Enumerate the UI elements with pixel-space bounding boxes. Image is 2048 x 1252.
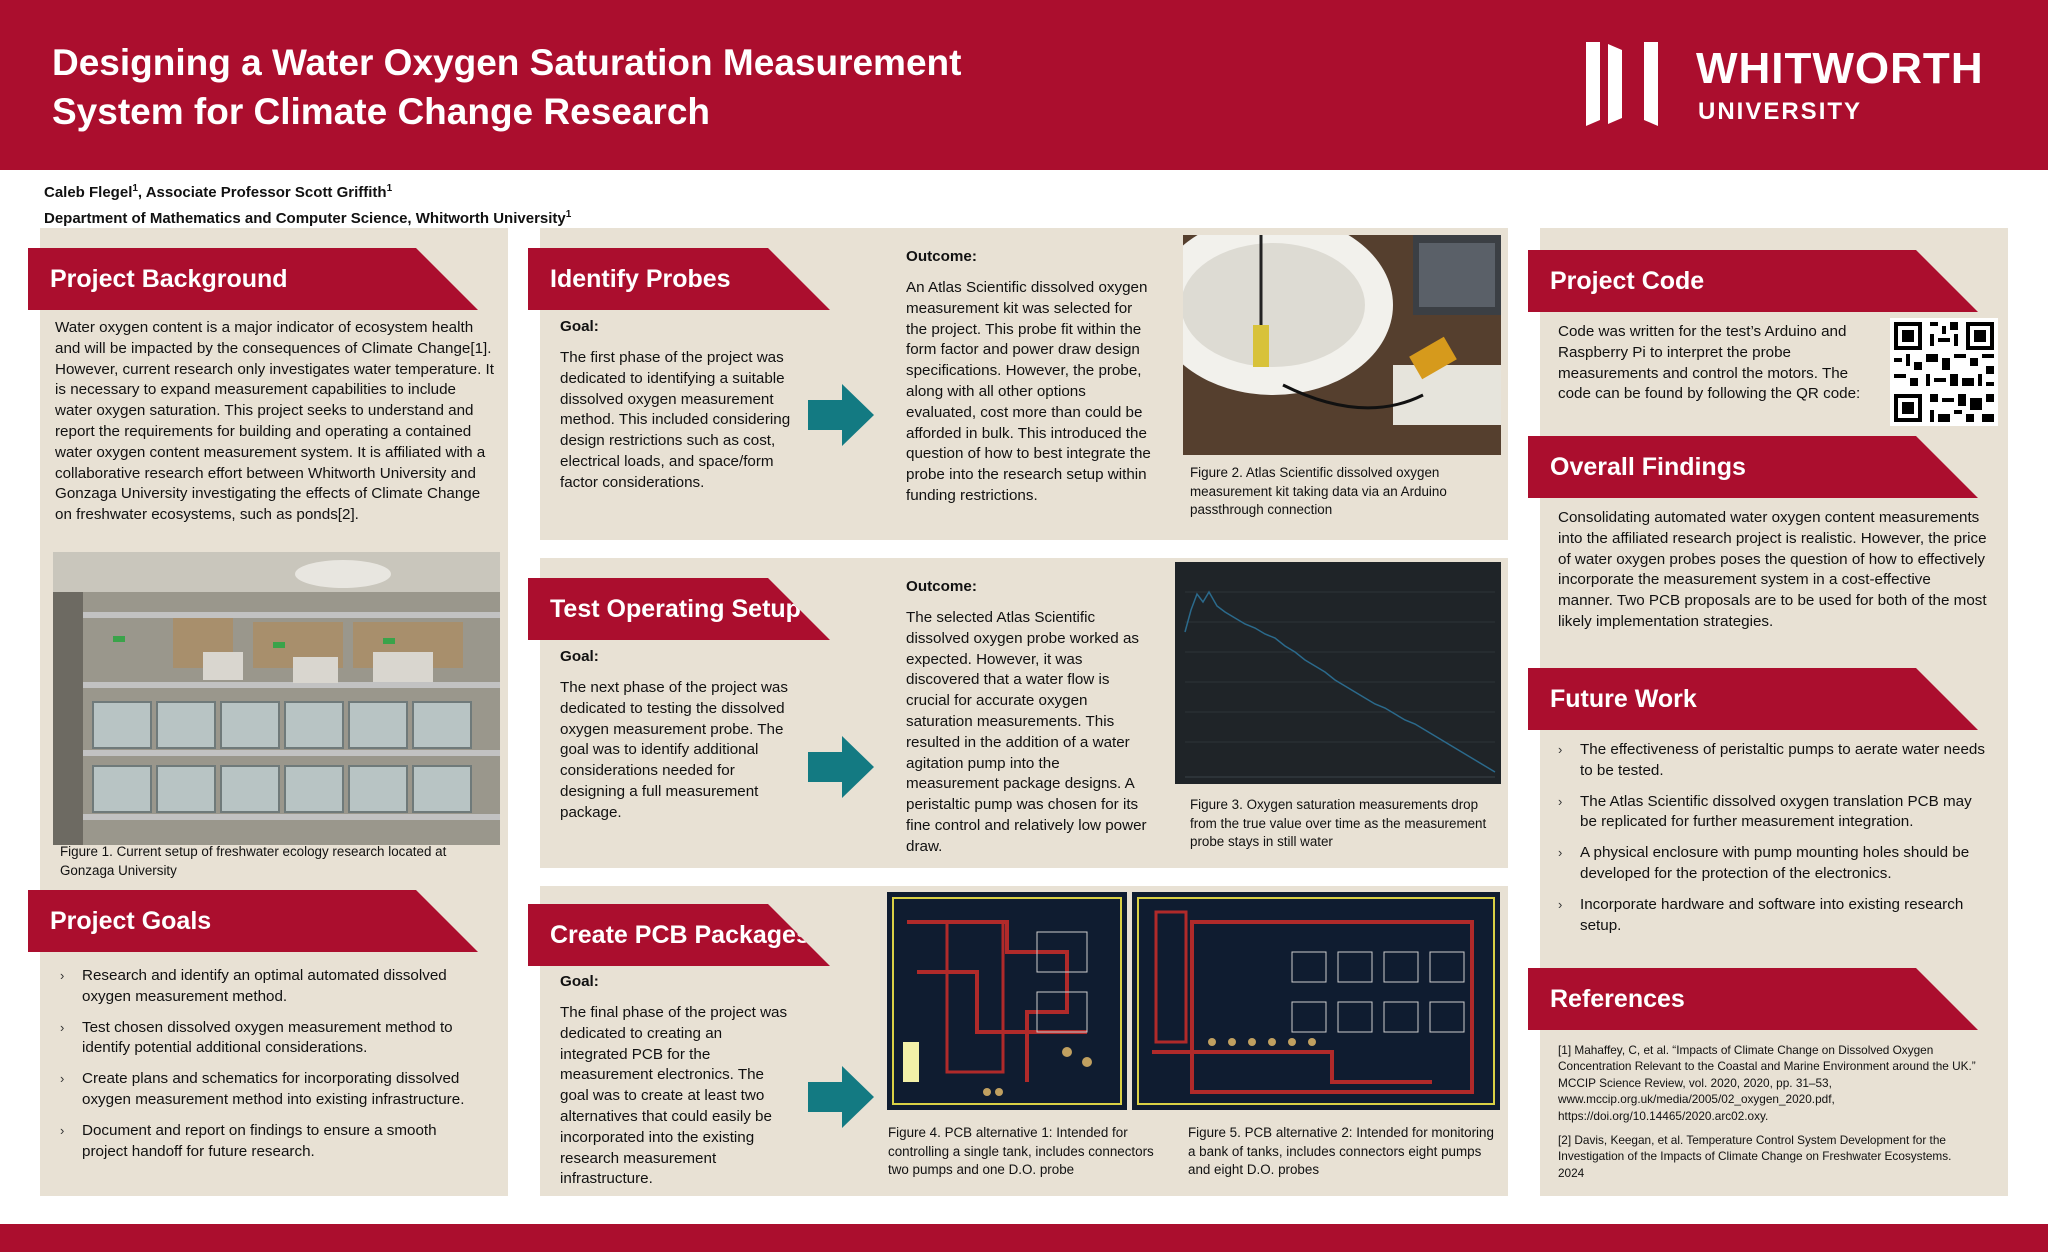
section-header-pcb: Create PCB Packages xyxy=(528,904,830,966)
probe-kit-image xyxy=(1183,235,1501,455)
right-arrow-icon xyxy=(808,384,874,446)
qr-code-icon[interactable] xyxy=(1890,318,1998,426)
future-item: ›A physical enclosure with pump mounting… xyxy=(1558,844,1970,882)
section-header-references: References xyxy=(1528,968,1978,1030)
logo-wordmark: WHITWORTH xyxy=(1696,44,1984,93)
author-block: Caleb Flegel1, Associate Professor Scott… xyxy=(44,178,571,230)
figure-4-pcb-layout-1 xyxy=(887,892,1127,1110)
figure-3-oxygen-plot xyxy=(1175,562,1501,784)
reference-item: [2] Davis, Keegan, et al. Temperature Co… xyxy=(1558,1133,1952,1180)
code-text: Code was written for the test’s Arduino … xyxy=(1558,323,1861,403)
probes-goal-label: Goal: xyxy=(560,318,599,335)
figure-1-caption: Figure 1. Current setup of freshwater ec… xyxy=(60,844,447,878)
figure-5-pcb-layout-2 xyxy=(1132,892,1500,1110)
title-line-1: Designing a Water Oxygen Saturation Meas… xyxy=(52,42,962,83)
future-item: ›The Atlas Scientific dissolved oxygen t… xyxy=(1558,792,1972,831)
setup-outcome-label: Outcome: xyxy=(906,578,977,595)
figure-5-caption: Figure 5. PCB alternative 2: Intended fo… xyxy=(1188,1125,1494,1178)
chevron-right-icon: › xyxy=(1558,793,1563,809)
figure-2-caption: Figure 2. Atlas Scientific dissolved oxy… xyxy=(1190,465,1447,518)
title-line-2: System for Climate Change Research xyxy=(52,91,711,132)
section-header-future-work: Future Work xyxy=(1528,668,1978,730)
goal-item: ›Create plans and schematics for incorpo… xyxy=(60,1070,465,1108)
section-header-findings: Overall Findings xyxy=(1528,436,1978,498)
probes-outcome-text: An Atlas Scientific dissolved oxygen mea… xyxy=(906,279,1151,504)
lab-shelves-image xyxy=(53,552,500,845)
right-arrow-icon xyxy=(808,1066,874,1128)
probes-goal-text: The first phase of the project was dedic… xyxy=(560,349,791,491)
chevron-right-icon: › xyxy=(60,968,65,983)
chevron-right-icon: › xyxy=(60,1071,65,1087)
pcb-board-2-image xyxy=(1132,892,1500,1110)
future-item: ›Incorporate hardware and software into … xyxy=(1558,895,1964,934)
goal-item: ›Research and identify an optimal automa… xyxy=(60,967,447,1005)
goal-item: ›Document and report on findings to ensu… xyxy=(60,1121,437,1160)
pcb-goal-text: The final phase of the project was dedic… xyxy=(560,1004,788,1188)
author-affiliation: Department of Mathematics and Computer S… xyxy=(44,209,572,227)
future-work-list: ›The effectiveness of peristaltic pumps … xyxy=(1554,740,1990,946)
figure-3-caption: Figure 3. Oxygen saturation measurements… xyxy=(1190,797,1487,850)
background-text: Water oxygen content is a major indicato… xyxy=(55,319,494,524)
footer-bar xyxy=(0,1224,2048,1252)
whitworth-logo: WHITWORTH UNIVERSITY xyxy=(1584,40,2004,130)
pcb-board-1-image xyxy=(887,892,1127,1110)
figure-1-lab-photo xyxy=(53,552,500,845)
whitworth-logo-icon xyxy=(1586,42,1658,126)
section-header-test-setup: Test Operating Setup xyxy=(528,578,830,640)
reference-item: [1] Mahaffey, C, et al. “Impacts of Clim… xyxy=(1558,1043,1976,1123)
right-arrow-icon xyxy=(808,736,874,798)
chevron-right-icon: › xyxy=(60,1122,65,1138)
pcb-goal-label: Goal: xyxy=(560,973,599,990)
chevron-right-icon: › xyxy=(1558,845,1563,861)
goal-item: ›Test chosen dissolved oxygen measuremen… xyxy=(60,1018,453,1057)
future-item: ›The effectiveness of peristaltic pumps … xyxy=(1558,741,1985,779)
figure-4-caption: Figure 4. PCB alternative 1: Intended fo… xyxy=(888,1125,1154,1178)
author-names: Caleb Flegel1, Associate Professor Scott… xyxy=(44,183,393,201)
goals-list: ›Research and identify an optimal automa… xyxy=(56,966,486,1172)
section-header-code: Project Code xyxy=(1528,250,1978,312)
references-list: [1] Mahaffey, C, et al. “Impacts of Clim… xyxy=(1558,1042,1978,1189)
poster-title: Designing a Water Oxygen Saturation Meas… xyxy=(52,38,1152,136)
oxygen-saturation-plot xyxy=(1175,562,1501,784)
setup-outcome-text: The selected Atlas Scientific dissolved … xyxy=(906,609,1147,855)
section-header-goals: Project Goals xyxy=(28,890,478,952)
qr-code-graphic xyxy=(1890,318,1998,426)
section-header-background: Project Background xyxy=(28,248,478,310)
chevron-right-icon: › xyxy=(1558,896,1563,912)
logo-subtitle: UNIVERSITY xyxy=(1698,98,1863,125)
probes-outcome-label: Outcome: xyxy=(906,248,977,265)
title-banner xyxy=(0,0,2048,170)
findings-text: Consolidating automated water oxygen con… xyxy=(1558,509,1987,630)
chevron-right-icon: › xyxy=(1558,742,1563,757)
figure-2-probe-photo xyxy=(1183,235,1501,455)
setup-goal-label: Goal: xyxy=(560,648,599,665)
chevron-right-icon: › xyxy=(60,1019,65,1035)
setup-goal-text: The next phase of the project was dedica… xyxy=(560,679,788,821)
